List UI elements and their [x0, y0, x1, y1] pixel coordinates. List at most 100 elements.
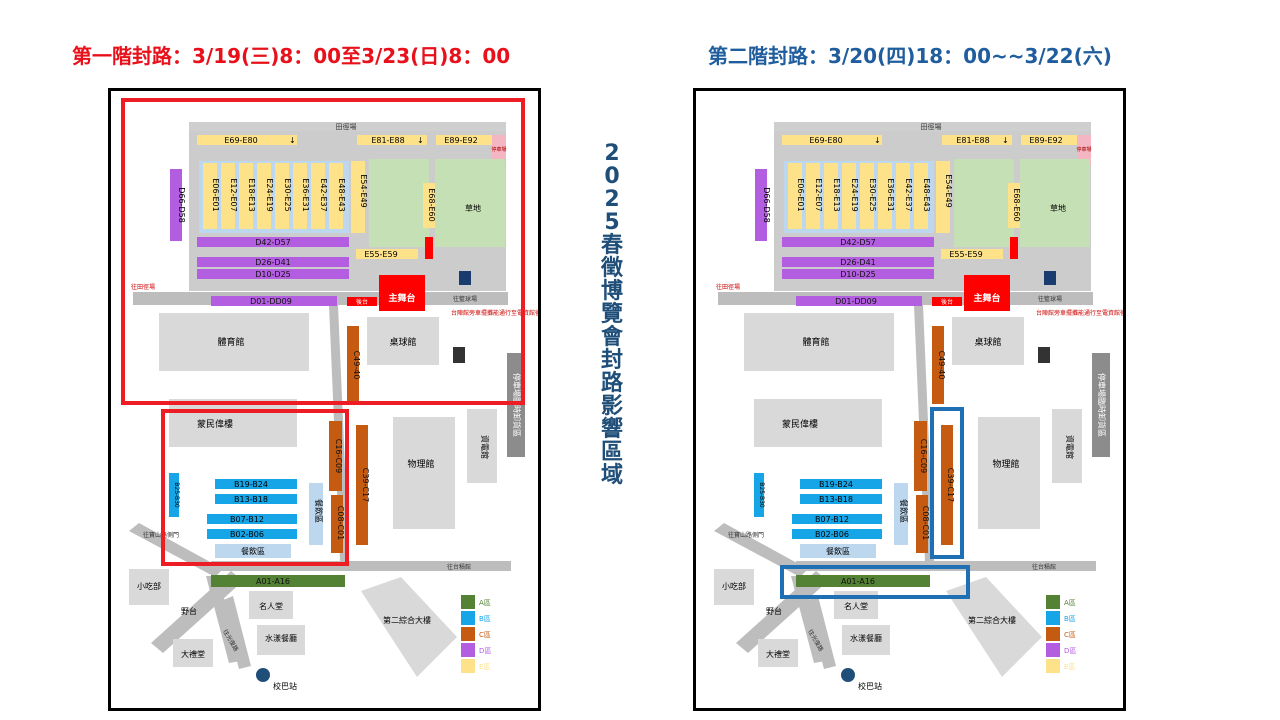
side-title-char: 0: [604, 164, 620, 189]
parking-temp: [1092, 353, 1110, 457]
map-phase1: 田徑場 E69-E80 ↓ E81-E88 ↓ E89-E92 停車場 E06-…: [108, 88, 541, 711]
water-label: 水漾餐廳: [850, 633, 882, 643]
zone-d26-label: D26-D41: [255, 258, 291, 267]
closure-highlight: [121, 98, 525, 566]
zone-b07: [792, 514, 882, 524]
trash-icon: [1038, 347, 1050, 363]
zone-b19-label: B19-B24: [819, 480, 853, 489]
side-title-char: 2: [604, 187, 620, 212]
auditorium-building: [758, 639, 798, 667]
side-title-char: 博: [600, 279, 623, 304]
zone-e68-label: E68-E60: [427, 188, 436, 221]
zone-e48-label: E48-E43: [337, 178, 346, 211]
closure-zone-a: [780, 565, 970, 599]
zone-b19: [800, 479, 882, 489]
zone-b07-label: B07-B12: [230, 515, 264, 524]
zone-c49-label: C49-40: [352, 351, 361, 380]
road-top: [774, 122, 1091, 131]
zone-c49-label: C49-40: [937, 351, 946, 380]
sound-control: [1010, 237, 1018, 259]
zone-e36-label: E36-E31: [886, 178, 895, 211]
zone-d26: [782, 257, 934, 267]
backstage: [932, 297, 962, 306]
legend-label: E區: [1064, 663, 1075, 671]
zone-d42: [782, 237, 934, 247]
zone-e12-label: E12-E07: [229, 178, 238, 211]
side-title-char: 覽: [600, 302, 623, 327]
side-title-char: 會: [600, 325, 623, 350]
arrow-e69: ↓: [874, 136, 881, 145]
note-label: 台陣館旁車擺攤能通行至電資館後方: [1036, 309, 1123, 317]
backstage: [347, 297, 377, 306]
zone-e42: [311, 163, 325, 229]
zone-b02: [792, 529, 882, 539]
physics-building: [393, 417, 455, 529]
lawn-label: 草地: [1050, 203, 1066, 213]
food-area-2: [894, 483, 908, 545]
zone-d01-label: D01-DD09: [835, 297, 877, 306]
arrow-e81: ↓: [417, 136, 424, 145]
main-stage-label: 主舞台: [973, 292, 1000, 304]
zone-c08: [916, 495, 928, 553]
zone-e36-label: E36-E31: [301, 178, 310, 211]
zone-e55-label: E55-E59: [949, 250, 982, 259]
gym-label: 體育館: [802, 336, 829, 348]
bus-icon: [256, 668, 270, 682]
zone-c39-label: C39-C17: [361, 468, 370, 502]
side-title-char: 5: [604, 210, 620, 235]
food-area-2: [309, 483, 323, 545]
to-track-label: 往田徑場: [131, 283, 155, 291]
phase1-heading: 第一階封路：3/19(三)8：00至3/23(日)8：00: [72, 44, 511, 68]
campus-map: 田徑場 E69-E80 ↓ E81-E88 ↓ E89-E92 停車場 E06-…: [121, 98, 538, 691]
second-building: [361, 577, 457, 677]
legend-label: C區: [1064, 631, 1076, 639]
legend-swatch: [1046, 595, 1060, 609]
gym-building: [744, 313, 894, 371]
celeb-label: 名人堂: [844, 601, 868, 611]
legend-label: E區: [479, 663, 490, 671]
pingpong-building: [952, 317, 1024, 365]
celeb-label: 名人堂: [259, 601, 283, 611]
zone-e18: [239, 163, 253, 229]
zone-e69-label: E69-E80: [809, 136, 842, 145]
zone-e89: [436, 135, 492, 145]
zone-e54-label: E54-E49: [944, 174, 953, 207]
pingpong-label: 桌球館: [389, 336, 416, 348]
second-label: 第二綜合大樓: [968, 615, 1016, 625]
side-title-char: 徵: [600, 256, 623, 281]
lawn-label: 草地: [465, 203, 481, 213]
side-title-char: 2: [604, 141, 620, 166]
zone-e24-label: E24-E19: [850, 178, 859, 211]
note-label: 台陣館旁車擺攤能通行至電資館後方: [451, 309, 538, 317]
zone-e30-label: E30-E25: [868, 178, 877, 211]
physics-label: 物理館: [992, 458, 1019, 470]
legend-swatch: [461, 643, 475, 657]
map-phase2: 田徑場 E69-E80 ↓ E81-E88 ↓ E89-E92 停車場 E06-…: [693, 88, 1126, 711]
zone-e42-label: E42-E37: [904, 178, 913, 211]
zone-e68-label: E68-E60: [1012, 188, 1021, 221]
arrow-e81: ↓: [1002, 136, 1009, 145]
zone-b13-label: B13-B18: [819, 495, 853, 504]
main-stage: [964, 275, 1010, 311]
campus-map: 田徑場 E69-E80 ↓ E81-E88 ↓ E89-E92 停車場 E06-…: [714, 122, 1123, 691]
zone-e69: [782, 135, 882, 145]
bus-label: 校巴站: [273, 681, 297, 691]
zone-a01: [796, 575, 930, 587]
zone-e81-label: E81-E88: [371, 136, 404, 145]
zone-b25: [169, 473, 179, 517]
zone-e68: [1008, 183, 1020, 228]
memorial-building: [169, 399, 297, 447]
zone-c39: [356, 425, 368, 545]
parking-pink: [492, 135, 506, 165]
second-building: [946, 577, 1042, 677]
zone-a01-label: A01-A16: [841, 577, 875, 586]
zone-e89: [1021, 135, 1077, 145]
zone-c49: [347, 326, 359, 404]
snack-label: 小吃部: [722, 581, 746, 591]
legend-label: C區: [479, 631, 491, 639]
lawn-right: [1020, 159, 1090, 247]
closure-highlight: [780, 407, 970, 599]
zone-d66: [170, 169, 182, 241]
